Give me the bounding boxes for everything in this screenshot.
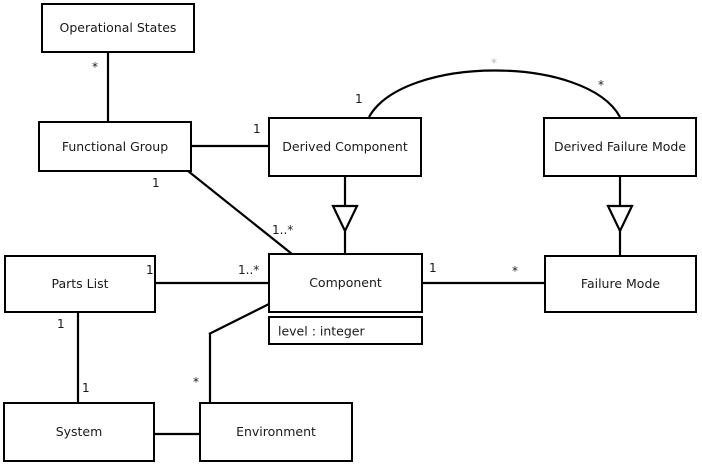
multiplicity-parts-list-component: 1 <box>146 263 154 277</box>
class-component[interactable]: Component <box>268 253 423 313</box>
class-name-system: System <box>55 424 103 440</box>
multiplicity-system-parts-list: 1 <box>82 381 90 395</box>
multiplicity-component-failure-mode: 1 <box>429 261 437 275</box>
multiplicity-derived-component-curve: 1 <box>355 92 363 106</box>
class-operational-states[interactable]: Operational States <box>41 3 195 53</box>
multiplicity-curve-apex: * <box>491 56 497 70</box>
class-name-derived-failure-mode: Derived Failure Mode <box>553 139 687 155</box>
multiplicity-functional-group-derived-component: 1 <box>253 122 261 136</box>
multiplicity-failure-mode-component: * <box>512 264 518 278</box>
multiplicity-functional-group-component-bottom: 1..* <box>272 223 294 237</box>
class-name-environment: Environment <box>236 424 316 440</box>
class-name-derived-component: Derived Component <box>282 139 408 155</box>
edge-derived-component-derived-failure-mode <box>368 69 621 118</box>
class-functional-group[interactable]: Functional Group <box>38 121 192 172</box>
class-component-attributes[interactable]: level : integer <box>268 316 423 345</box>
class-system[interactable]: System <box>3 402 155 462</box>
class-name-operational-states: Operational States <box>59 20 177 36</box>
multiplicity-component-parts-list: 1..* <box>238 263 260 277</box>
class-environment[interactable]: Environment <box>199 402 353 462</box>
class-failure-mode[interactable]: Failure Mode <box>544 255 697 313</box>
class-derived-component[interactable]: Derived Component <box>268 117 422 177</box>
multiplicity-functional-group-component-top: 1 <box>152 176 160 190</box>
multiplicity-derived-failure-mode-curve: * <box>598 78 604 92</box>
multiplicity-parts-list-system: 1 <box>57 317 65 331</box>
multiplicity-environment-component: * <box>193 375 199 389</box>
class-derived-failure-mode[interactable]: Derived Failure Mode <box>543 117 697 177</box>
generalization-triangle-derived-failure-mode <box>606 204 634 234</box>
edge-environment-component-diagonal <box>208 303 270 335</box>
class-attribute-level: level : integer <box>278 323 365 338</box>
generalization-triangle-derived-component <box>331 204 359 234</box>
multiplicity-operational-states: * <box>92 60 98 74</box>
class-name-failure-mode: Failure Mode <box>580 276 661 292</box>
class-name-parts-list: Parts List <box>51 276 109 292</box>
class-name-component: Component <box>309 275 382 291</box>
class-parts-list[interactable]: Parts List <box>4 255 156 313</box>
class-name-functional-group: Functional Group <box>61 138 169 154</box>
edge-functional-group-component <box>187 170 293 255</box>
